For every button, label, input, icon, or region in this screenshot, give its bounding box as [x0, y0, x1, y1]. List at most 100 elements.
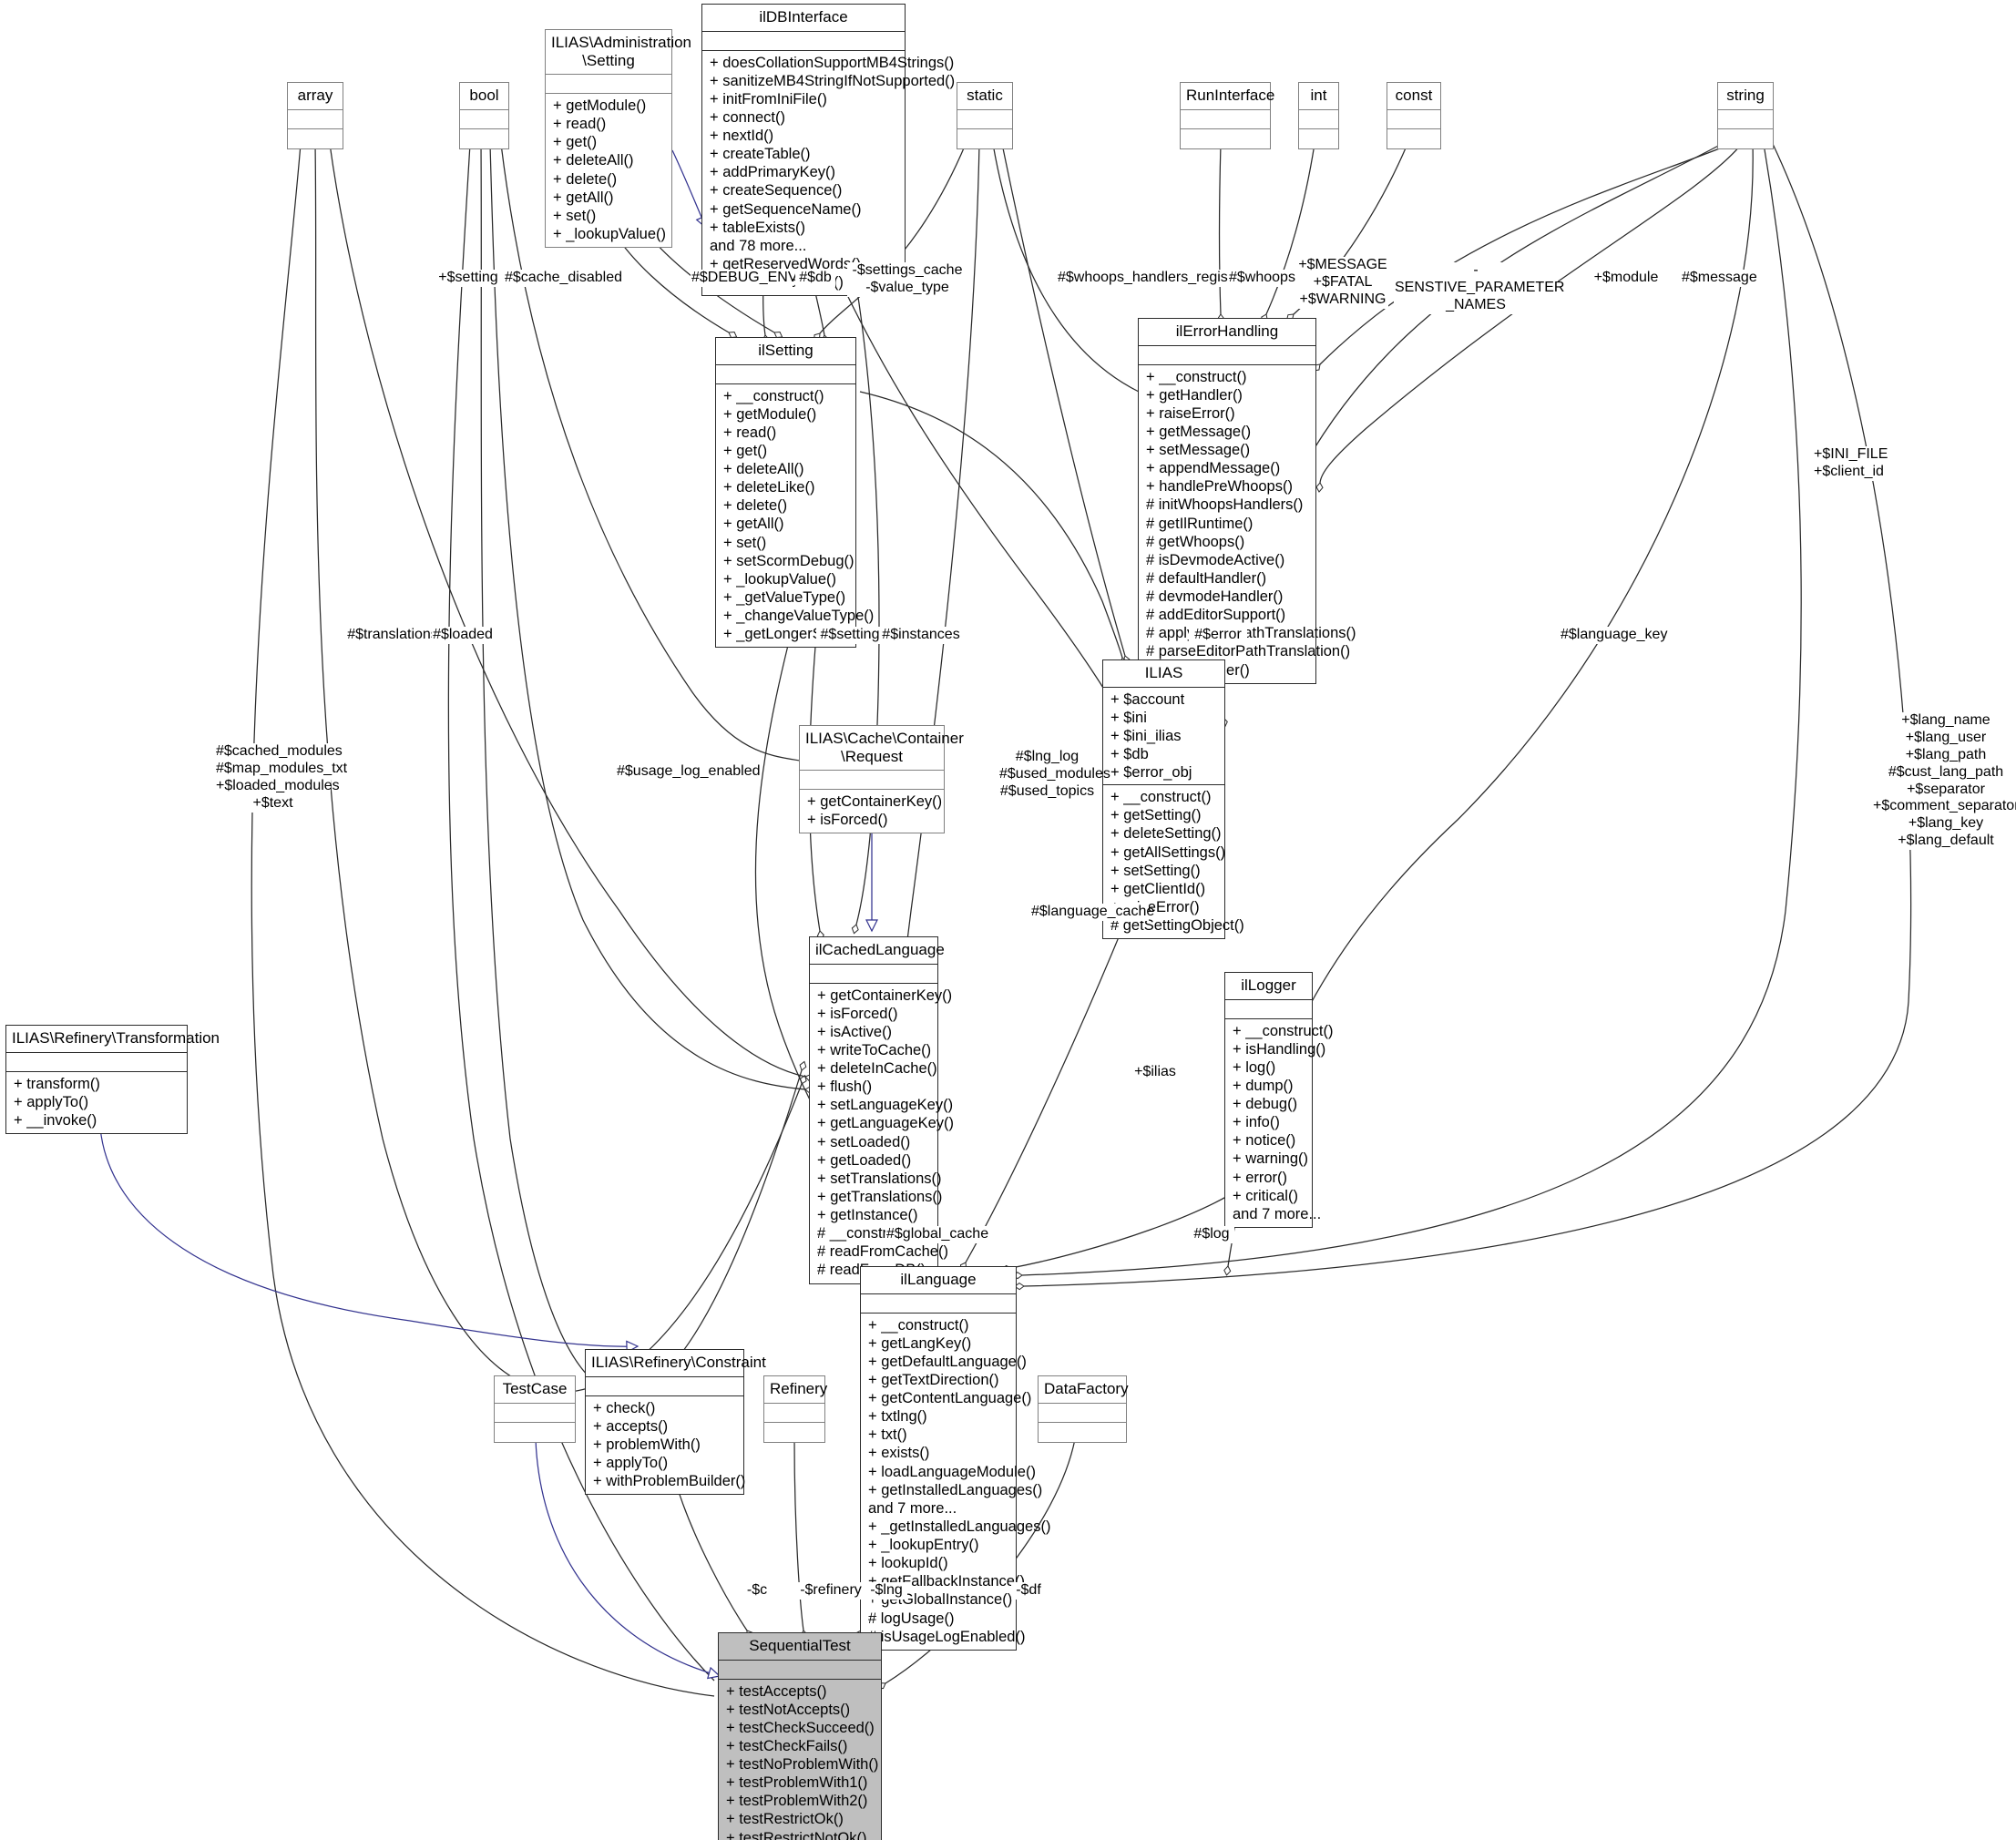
class-operation: + _changeValueType(): [723, 608, 875, 625]
class-operation: # isUsageLogEnabled(): [868, 1628, 1026, 1645]
class-title: Refinery: [764, 1376, 827, 1404]
edge-label-whoops-handlers: #$whoops_handlers_registered: [1057, 270, 1262, 287]
class-attribute: + $error_obj: [1110, 764, 1192, 782]
class-operation: + getTextDirection(): [868, 1371, 999, 1388]
class-operation: + set(): [723, 534, 767, 551]
edge-label-translations: #$translations: [344, 627, 441, 644]
class-attribute: + $account: [1110, 690, 1185, 708]
uml-class-ilsetting[interactable]: ilSetting+ __construct()+ getModule()+ r…: [715, 337, 876, 649]
class-operation: # isDevmodeActive(): [1146, 551, 1285, 568]
class-operation: + deleteInCache(): [817, 1060, 937, 1078]
class-operation: + setMessage(): [1146, 442, 1251, 459]
class-title: ilDBInterface: [702, 5, 905, 32]
class-operation: + getContentLanguage(): [868, 1390, 1032, 1407]
class-attribute: + $db: [1110, 745, 1149, 762]
edge-label-setting2: #$setting: [816, 627, 884, 644]
uml-class-ilias-refinery-constraint[interactable]: ILIAS\Refinery\Constraint+ check()+ acce…: [585, 1349, 766, 1496]
edge-label-debug-env: #$DEBUG_ENV: [691, 270, 798, 287]
edge-label-global-cache: #$global_cache: [885, 1226, 989, 1243]
class-attributes: [1299, 110, 1338, 129]
class-operation: + txt(): [868, 1426, 907, 1444]
class-title: SequentialTest: [719, 1633, 881, 1661]
class-operation: + getAllSettings(): [1110, 843, 1226, 861]
uml-class-runinterface[interactable]: RunInterface: [1180, 82, 1274, 149]
uml-class-illanguage[interactable]: ilLanguage+ __construct()+ getLangKey()+…: [860, 1266, 1050, 1651]
uml-class-refinery[interactable]: Refinery: [763, 1375, 827, 1443]
class-operations: + transform()+ applyTo()+ __invoke(): [6, 1072, 187, 1133]
uml-class-ilcachedlanguage[interactable]: ilCachedLanguage+ getContainerKey()+ isF…: [809, 936, 954, 1284]
class-operation: + withProblemBuilder(): [593, 1473, 746, 1490]
edge-label-sensitive: -SENSTIVE_PARAMETER _NAMES: [1394, 262, 1565, 314]
class-operation: + getModule(): [553, 97, 647, 115]
edge-label-c-ref: -$c: [742, 1582, 772, 1600]
class-attributes: [495, 1404, 575, 1423]
edge-label-refinery-ref: -$refinery: [797, 1582, 865, 1600]
class-operation: + initFromIniFile(): [710, 90, 827, 107]
class-title: DataFactory: [1039, 1376, 1129, 1404]
class-operation: # devmodeHandler(): [1146, 588, 1284, 606]
class-operation: and 7 more...: [868, 1499, 957, 1517]
edge-label-cache-disabled: #$cache_disabled: [504, 270, 622, 287]
class-operation: # getIlRuntime(): [1146, 515, 1254, 532]
class-attribute: + $ini_ilias: [1110, 727, 1182, 744]
class-operation: and 78 more...: [710, 237, 807, 254]
class-operation: + _lookupEntry(): [868, 1537, 979, 1554]
class-attributes: [800, 771, 944, 791]
class-operation: + deleteAll(): [723, 461, 804, 478]
uml-class-ilerrorhandling[interactable]: ilErrorHandling + __construct()+ getHandl…: [1138, 318, 1356, 684]
uml-class-bool[interactable]: bool: [459, 82, 509, 149]
class-operation: + _lookupValue(): [553, 225, 666, 242]
edge-label-lng-ref: -$lng: [865, 1582, 907, 1600]
class-operation: + testCheckFails(): [726, 1737, 848, 1754]
uml-class-sequentialtest[interactable]: SequentialTest + testAccepts()+ testNotAc…: [718, 1632, 882, 1840]
class-operation: + __construct(): [723, 387, 824, 404]
class-operation: + setSetting(): [1110, 862, 1201, 879]
uml-class-testcase[interactable]: TestCase: [494, 1375, 576, 1443]
uml-class-ilias-cache-container-request[interactable]: ILIAS\Cache\Container \Request+ getConta…: [799, 725, 964, 834]
uml-class-ildbinterface[interactable]: ilDBInterface + doesCollationSupportMB4St…: [701, 4, 955, 297]
class-operation: + txtlng(): [868, 1408, 927, 1426]
class-title: static: [957, 83, 1012, 110]
edge-label-module: +$module: [1592, 270, 1660, 287]
uml-class-datafactory[interactable]: DataFactory: [1038, 1375, 1129, 1443]
class-operation: + writeToCache(): [817, 1041, 932, 1058]
class-attributes: [1225, 1000, 1312, 1019]
uml-class-ilias-refinery-transformation[interactable]: ILIAS\Refinery\Transformation+ transform…: [5, 1025, 220, 1134]
class-operation: + accepts(): [593, 1417, 669, 1435]
class-operations: + __construct()+ getModule()+ read()+ ge…: [716, 384, 876, 648]
edge-label-cached-modules: #$cached_modules #$map_modules_txt +$loa…: [215, 743, 348, 813]
class-attributes: [460, 110, 508, 129]
class-operation: + getMessage(): [1146, 423, 1252, 440]
class-operation: + doesCollationSupportMB4Strings(): [710, 54, 955, 71]
class-operations: + check()+ accepts()+ problemWith()+ app…: [586, 1396, 746, 1495]
class-operations: + __construct()+ getHandler()+ raiseErro…: [1139, 365, 1356, 683]
uml-class-static[interactable]: static: [957, 82, 1013, 149]
class-attributes: [288, 110, 343, 129]
uml-class-illogger[interactable]: ilLogger+ __construct()+ isHandling()+ l…: [1224, 972, 1334, 1228]
uml-class-array[interactable]: array: [287, 82, 343, 149]
uml-class-string[interactable]: string: [1717, 82, 1774, 149]
class-operation: + appendMessage(): [1146, 460, 1281, 477]
class-operation: + setTranslations(): [817, 1170, 942, 1187]
uml-class-int[interactable]: int: [1298, 82, 1339, 149]
class-title: ilLogger: [1225, 973, 1312, 1000]
class-operation: + exists(): [868, 1445, 930, 1462]
class-operation: + testAccepts(): [726, 1682, 827, 1700]
uml-class-const[interactable]: const: [1387, 82, 1441, 149]
edge-label-lng-log: #$lng_log #$used_modules #$used_topics: [998, 749, 1110, 801]
uml-class-ilias-administration-setting[interactable]: ILIAS\Administration \Setting+ getModule…: [545, 29, 691, 249]
edge-label-settings-cache: -$settings_cache -$value_type: [847, 262, 967, 297]
class-attributes: [861, 1294, 1016, 1314]
class-operation: + testRestrictOk(): [726, 1811, 844, 1828]
edge-label-log: #$log: [1189, 1226, 1234, 1243]
class-operation: + _lookupValue(): [723, 570, 836, 588]
class-operations: + testAccepts()+ testNotAccepts()+ testC…: [719, 1680, 881, 1840]
edge-label-ini-file: +$INI_FILE +$client_id: [1813, 446, 1897, 481]
class-operations: + getContainerKey()+ isForced(): [800, 790, 944, 833]
class-operation: + addPrimaryKey(): [710, 164, 836, 181]
class-attributes: [6, 1053, 187, 1072]
class-operation: + debug(): [1233, 1096, 1298, 1113]
uml-class-ilias[interactable]: ILIAS+ $account+ $ini+ $ini_ilias+ $db+ …: [1102, 659, 1244, 940]
class-title: ilErrorHandling: [1139, 319, 1315, 346]
